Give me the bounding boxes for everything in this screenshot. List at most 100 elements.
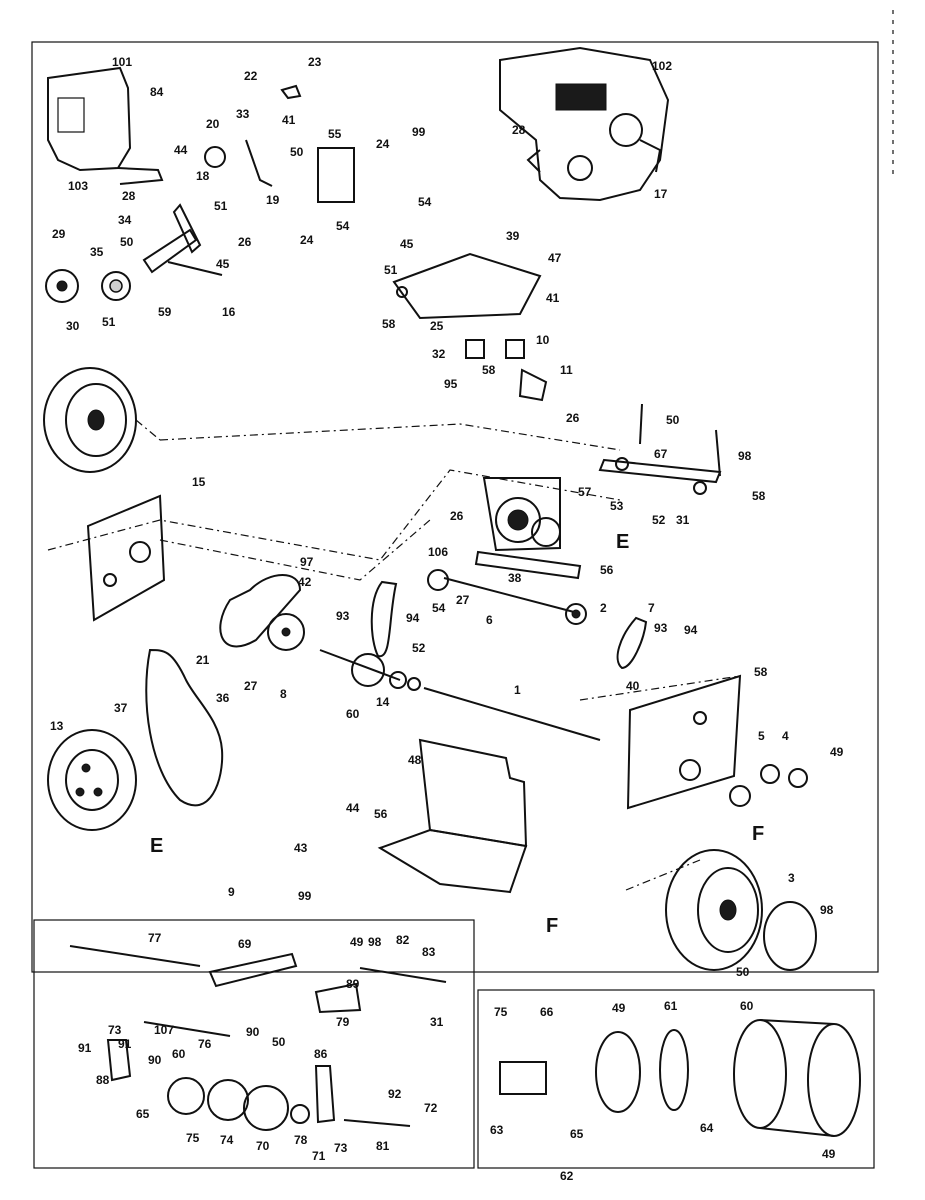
callout-label: 84	[150, 85, 164, 99]
tire-link	[759, 1019, 835, 1025]
callout-label: 45	[400, 237, 414, 251]
shift-lever-67	[598, 403, 722, 495]
gear-74	[167, 1077, 205, 1115]
callout-label: 98	[368, 935, 382, 949]
callout-label: 50	[290, 145, 304, 159]
callout-label: 49	[612, 1001, 626, 1015]
callout-label: 1	[514, 683, 521, 697]
callout-label: 95	[444, 377, 458, 391]
tire-link-b	[759, 1127, 835, 1137]
callout-label: 73	[108, 1023, 122, 1037]
spacer-52	[407, 677, 421, 691]
callout-label: 94	[406, 611, 420, 625]
centerline-58	[579, 675, 741, 701]
left-wheel	[43, 367, 137, 473]
mounting-plate-47	[392, 252, 542, 320]
shaft-2	[443, 577, 575, 613]
gear-71	[290, 1104, 310, 1124]
rod-76	[143, 1021, 231, 1037]
callout-label: 99	[298, 889, 312, 903]
callout-label: 29	[52, 227, 66, 241]
callout-label: 82	[396, 933, 410, 947]
callout-label: 62	[560, 1169, 574, 1183]
callout-label: 54	[418, 195, 432, 209]
callout-label: 44	[174, 143, 188, 157]
callout-label: 92	[388, 1087, 402, 1101]
arm-73-left	[106, 1039, 132, 1082]
callout-label: 11	[560, 363, 573, 377]
part-33-lever	[245, 139, 273, 187]
callout-label: 31	[430, 1015, 444, 1029]
callout-label: 13	[50, 719, 64, 733]
callout-label: 21	[196, 653, 210, 667]
pulley-29	[45, 269, 79, 303]
callout-label: 15	[192, 475, 206, 489]
pulley-35	[101, 271, 131, 301]
callout-label: 32	[432, 347, 446, 361]
inset-f-border	[477, 989, 875, 1169]
section-label: E	[150, 835, 163, 857]
inset-e-border	[33, 919, 475, 1169]
callout-label: 58	[382, 317, 396, 331]
callout-label: 35	[90, 245, 104, 259]
gear-60	[351, 653, 385, 687]
bearing-14	[389, 671, 407, 689]
callout-label: 39	[506, 229, 520, 243]
callout-label: 2	[600, 601, 607, 615]
callout-label: 20	[206, 117, 220, 131]
callout-label: 26	[238, 235, 252, 249]
callout-label: 54	[432, 601, 446, 615]
callout-label: 43	[294, 841, 308, 855]
callout-label: 50	[736, 965, 750, 979]
callout-label: 24	[300, 233, 314, 247]
callout-label: 41	[546, 291, 560, 305]
callout-label: 91	[118, 1037, 132, 1051]
callout-label: 54	[336, 219, 350, 233]
callout-label: 16	[222, 305, 236, 319]
callout-label: 50	[666, 413, 680, 427]
belt-36	[145, 648, 224, 807]
callout-label: 81	[376, 1139, 390, 1153]
callout-label: 49	[830, 745, 844, 759]
callout-label: 22	[244, 69, 258, 83]
callout-label: 6	[486, 613, 493, 627]
callout-label: 60	[346, 707, 360, 721]
brackets-10-32	[465, 339, 548, 402]
centerline-rear	[159, 423, 621, 451]
part-23-clip	[280, 84, 302, 100]
callout-label: 28	[122, 189, 136, 203]
gear-38-6	[427, 569, 449, 591]
callout-label: 50	[120, 235, 134, 249]
callout-label: 49	[822, 1147, 836, 1161]
callout-label: 61	[664, 999, 678, 1013]
right-wheel	[665, 849, 763, 971]
callout-label: 52	[652, 513, 666, 527]
callout-label: 47	[548, 251, 562, 265]
engine-102	[499, 46, 670, 202]
transmission-e	[482, 477, 561, 552]
callout-label: 93	[336, 609, 350, 623]
axle-1	[423, 687, 601, 741]
lever-69	[208, 952, 298, 988]
callout-label: 69	[238, 937, 252, 951]
callout-label: 94	[684, 623, 698, 637]
rod-82	[359, 967, 447, 983]
callout-label: 49	[350, 935, 364, 949]
chain-93-right	[616, 616, 648, 670]
wheel-78	[243, 1085, 289, 1131]
callout-label: 17	[654, 187, 668, 201]
callout-label: 26	[450, 509, 464, 523]
callout-label: 66	[540, 1005, 554, 1019]
callout-label: 98	[820, 903, 834, 917]
callout-label: 19	[266, 193, 280, 207]
callout-label: 37	[114, 701, 128, 715]
callout-label: 59	[158, 305, 172, 319]
callout-label: 79	[336, 1015, 350, 1029]
callout-label: 88	[96, 1073, 110, 1087]
hub-66	[499, 1061, 547, 1095]
callout-label: 71	[312, 1149, 326, 1163]
callout-label: 91	[78, 1041, 92, 1055]
callout-label: 27	[456, 593, 470, 607]
callout-label: 72	[424, 1101, 438, 1115]
callout-label: 107	[154, 1023, 174, 1037]
